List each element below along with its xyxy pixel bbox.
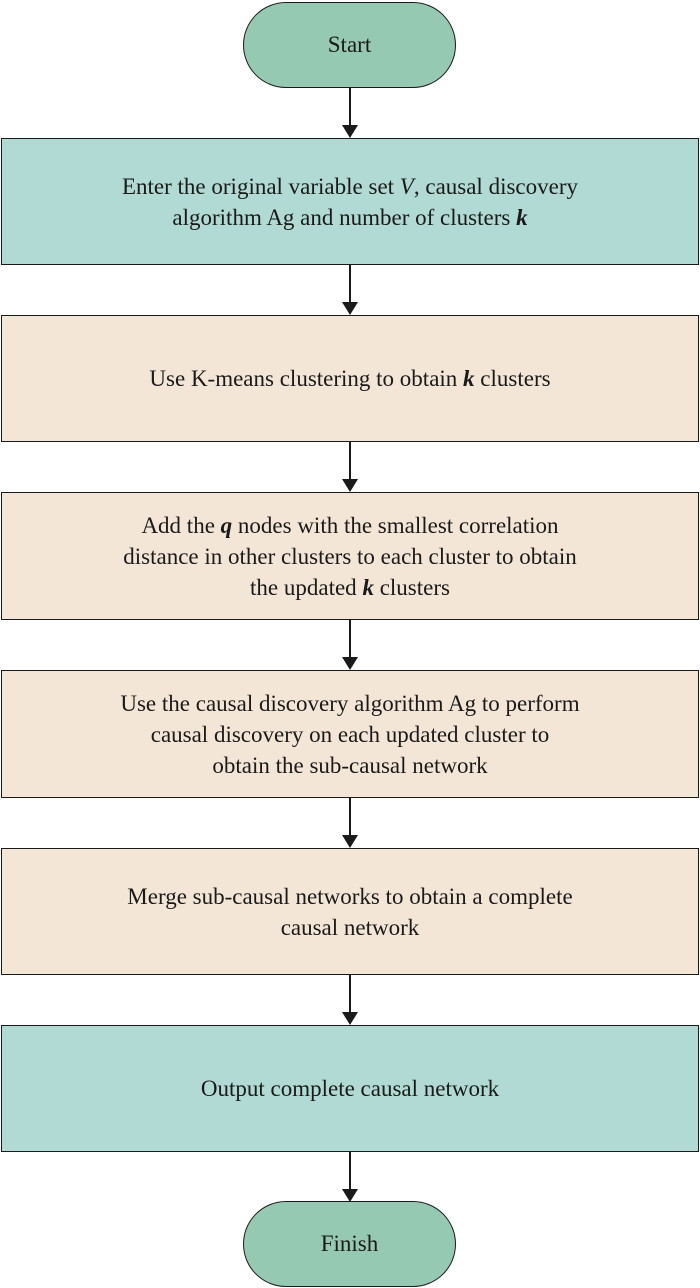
step6-line1: Output complete causal network (200, 1076, 500, 1101)
arrow-step1-to-step2 (342, 265, 358, 315)
start-terminal: Start (243, 2, 456, 88)
var-k: k (516, 204, 528, 230)
var-q: q (220, 512, 233, 538)
step-merge: Merge sub-causal networks to obtain a co… (1, 848, 699, 975)
step1-line2: algorithm Ag and number of clusters k (172, 204, 528, 230)
finish-terminal: Finish (243, 1201, 456, 1287)
step1-line1: Enter the original variable set V, causa… (121, 173, 578, 199)
arrow-step2-to-step3 (342, 442, 358, 492)
step4-line2: causal discovery on each updated cluster… (150, 721, 550, 747)
var-v: V (399, 173, 414, 199)
arrow-step3-to-step4 (342, 620, 358, 670)
step2-text: Use K-means clustering to obtain k clust… (149, 366, 551, 391)
step-enter-inputs: Enter the original variable set V, causa… (1, 138, 699, 265)
step-add-nodes: Add the q nodes with the smallest correl… (1, 492, 699, 620)
start-label: Start (327, 32, 372, 57)
var-k: k (362, 574, 374, 600)
step4-line1: Use the causal discovery algorithm Ag to… (120, 690, 580, 716)
arrow-step6-to-finish (342, 1152, 358, 1202)
arrow-start-to-step1 (342, 88, 358, 138)
arrow-step4-to-step5 (342, 798, 358, 848)
step5-line1: Merge sub-causal networks to obtain a co… (127, 883, 573, 909)
finish-label: Finish (320, 1231, 379, 1256)
step5-line2: causal network (280, 914, 420, 940)
step-causal-discovery: Use the causal discovery algorithm Ag to… (1, 670, 699, 798)
step-kmeans: Use K-means clustering to obtain k clust… (1, 315, 699, 442)
var-k: k (463, 366, 475, 391)
step4-line3: obtain the sub-causal network (212, 752, 488, 778)
step3-line3: the updated k clusters (250, 574, 450, 600)
step-output: Output complete causal network (1, 1025, 699, 1152)
arrow-step5-to-step6 (342, 975, 358, 1025)
step3-line1: Add the q nodes with the smallest correl… (141, 512, 559, 538)
step3-line2: distance in other clusters to each clust… (123, 543, 577, 569)
